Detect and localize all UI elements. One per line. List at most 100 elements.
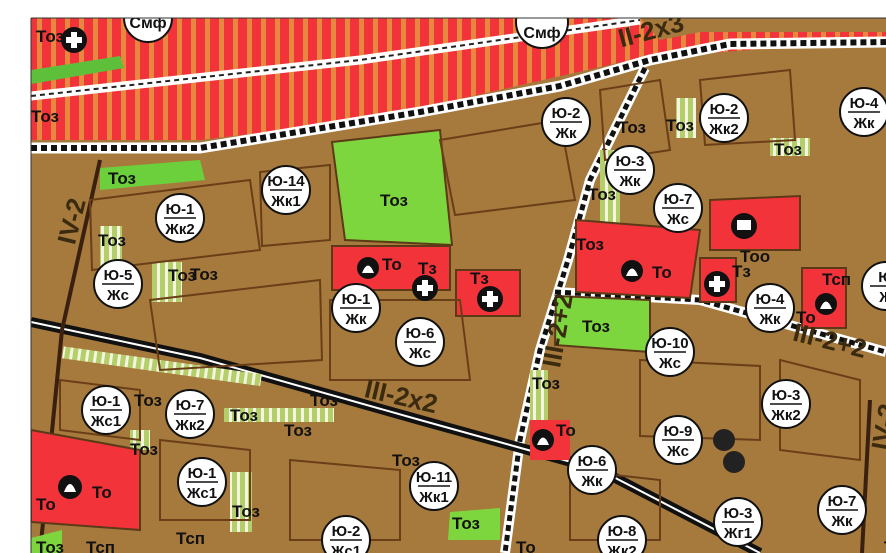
school-icon: [731, 213, 757, 239]
zone-code-bottom: Жк: [758, 311, 781, 328]
zone-code-top: Ю-7: [176, 397, 205, 414]
bell-icon: [815, 293, 837, 315]
zone-code-bottom: Жс: [658, 355, 681, 372]
park-zone: [448, 508, 500, 540]
park-zone: [330, 128, 454, 247]
zone-code-bottom: Жк: [852, 115, 875, 132]
bell-icon: [58, 475, 82, 499]
zone-code-bottom: Жк2: [164, 221, 194, 238]
zone-label: Тоз: [284, 421, 312, 440]
zone-circle: Ю-6Жк: [567, 445, 617, 495]
zone-code-bottom: Жс: [666, 211, 689, 228]
zone-label: Тсп: [176, 529, 205, 548]
zone-label: Тоз: [108, 169, 136, 188]
zone-code-bottom: Жк2: [174, 417, 204, 434]
zone-label: Тоз: [582, 317, 610, 336]
zone-label: Тз: [732, 262, 751, 281]
zone-circle: ЮЖ: [861, 261, 886, 311]
zone-code-top: Ю-1: [342, 291, 371, 308]
zone-code-bottom: Жк: [554, 125, 577, 142]
bell-icon: [621, 260, 643, 282]
zone-label: Тз: [418, 259, 437, 278]
bell-icon: [357, 257, 379, 279]
zone-code-bottom: Жк: [618, 173, 641, 190]
zone-code-bottom: Жк2: [770, 407, 800, 424]
zone-code-top: Ю: [878, 269, 886, 286]
zone-label: Тсп: [822, 270, 851, 289]
commercial-zone-north: [31, 18, 886, 140]
zone-label: Тоз: [666, 116, 694, 135]
zone-code-bottom: Смф: [129, 15, 166, 32]
zone-circle: Ю-2Жк: [541, 97, 591, 147]
zone-label: Тоз: [130, 440, 158, 459]
zone-code-bottom: Жк: [580, 473, 603, 490]
zone-code-top: Ю-2: [710, 101, 739, 118]
zone-code-top: Ю-9: [664, 423, 693, 440]
zone-circle: Ю-1Жк: [331, 283, 381, 333]
zone-code-top: Ю-7: [664, 191, 693, 208]
zone-label: Тоз: [576, 235, 604, 254]
zone-code-top: Ю-8: [608, 523, 637, 540]
road-label: IV-2: [865, 402, 886, 453]
cross-icon: [477, 286, 503, 312]
zone-circle: Ю-4Жк: [745, 283, 795, 333]
zone-label: Тоз: [31, 107, 59, 126]
zone-circle: Ю-9Жс: [653, 415, 703, 465]
zone-label: Тсп: [86, 538, 115, 553]
zone-code-top: Ю-10: [651, 335, 688, 352]
zone-code-top: Ю-4: [756, 291, 785, 308]
zone-label: Тоз: [134, 391, 162, 410]
zone-code-bottom: Жк: [344, 311, 367, 328]
zone-code-top: Ю-7: [828, 493, 857, 510]
zone-label: Тоз: [36, 27, 64, 46]
zone-circle: Ю-7Жк: [817, 485, 867, 535]
zone-code-bottom: Жк1: [270, 193, 300, 210]
park-zone: [31, 530, 62, 553]
cross-icon: [412, 275, 438, 301]
zone-label: Тоз: [98, 231, 126, 250]
zone-code-bottom: Жс: [106, 287, 129, 304]
zone-label: Тоз: [588, 185, 616, 204]
zone-code-bottom: Смф: [523, 25, 560, 42]
zone-code-bottom: Жг1: [723, 525, 752, 542]
zone-label: Тоз: [392, 451, 420, 470]
zone-code-top: Ю-3: [724, 505, 753, 522]
bell-icon: [532, 429, 554, 451]
zone-circle: Ю-5Жс: [93, 259, 143, 309]
zone-code-top: Ю-5: [104, 267, 133, 284]
zone-label: Тоз: [380, 191, 408, 210]
zone-code-bottom: Жс1: [330, 543, 361, 553]
zone-label: Тоз: [190, 265, 218, 284]
zone-circle: Ю-7Жс: [653, 183, 703, 233]
zone-label: То: [884, 538, 886, 553]
zone-code-top: Ю-2: [332, 523, 361, 540]
zone-label: То: [382, 255, 402, 274]
zone-label: То: [796, 308, 816, 327]
zone-code-top: Ю-3: [772, 387, 801, 404]
zone-code-bottom: Жс: [666, 443, 689, 460]
green-strip: [31, 56, 124, 84]
zone-label: То: [36, 495, 56, 514]
zone-label: Тоз: [232, 502, 260, 521]
zone-code-top: Ю-2: [552, 105, 581, 122]
zone-code-bottom: Жс1: [90, 413, 121, 430]
zone-label: Тоз: [36, 538, 64, 553]
zone-code-bottom: Жк: [830, 513, 853, 530]
zone-label: Тоз: [532, 374, 560, 393]
zone-code-bottom: Жс: [408, 345, 431, 362]
zone-code-bottom: Ж: [878, 289, 886, 306]
zone-code-top: Ю-1: [92, 393, 121, 410]
